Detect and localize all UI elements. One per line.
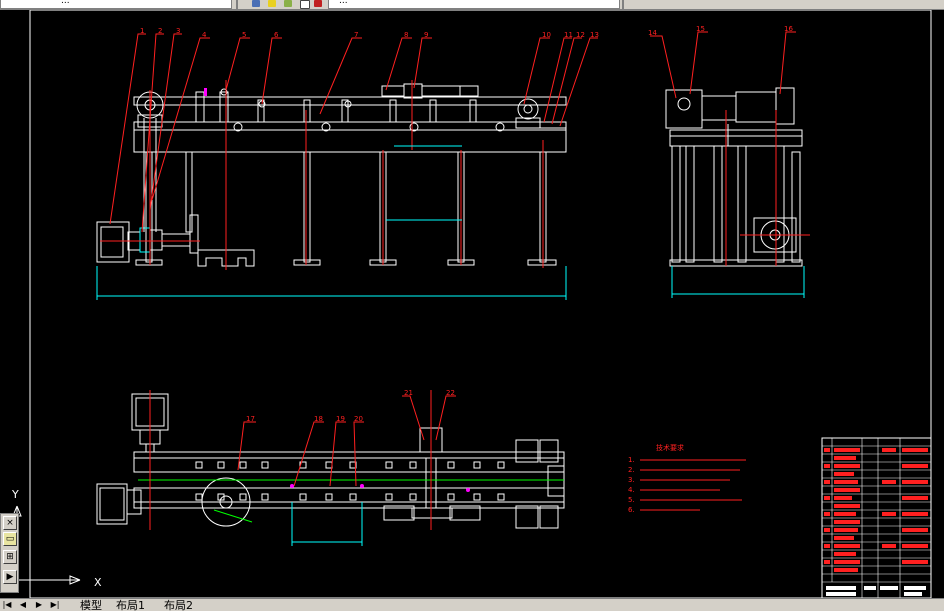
front-view-dimensions xyxy=(96,145,567,300)
balloon: 7 xyxy=(354,31,358,39)
drawing-canvas[interactable]: 1 2 3 4 5 6 7 8 9 10 11 12 13 xyxy=(0,10,944,598)
top-view-green-shaft xyxy=(138,479,564,523)
lock-icon[interactable] xyxy=(284,0,292,7)
side-view-dimensions xyxy=(671,266,805,298)
last-tab-icon[interactable]: ▶| xyxy=(50,600,60,609)
sun-icon[interactable] xyxy=(268,0,276,7)
ucs-icon xyxy=(12,505,81,585)
layer-dropdown-icon[interactable] xyxy=(314,0,322,7)
next-tab-icon[interactable]: ▶ xyxy=(35,600,43,609)
side-view-leaders xyxy=(650,31,810,266)
ucs-y-label: Y xyxy=(11,488,19,501)
balloon: 3 xyxy=(176,27,180,35)
balloon: 12 xyxy=(576,31,585,39)
balloon: 5 xyxy=(242,31,246,39)
balloon: 13 xyxy=(590,31,599,39)
top-view xyxy=(96,393,565,529)
tech-req-title: 技术要求 xyxy=(656,443,684,452)
balloon: 10 xyxy=(542,31,551,39)
layer-color-icon[interactable] xyxy=(300,0,310,9)
balloon: 16 xyxy=(784,25,793,33)
tech-req-text-lines xyxy=(640,459,746,511)
front-view-leaders xyxy=(109,33,598,233)
balloon: 9 xyxy=(424,31,428,39)
balloon: 21 xyxy=(404,389,413,397)
tech-req-line: 2. xyxy=(628,466,635,474)
front-view xyxy=(96,83,567,267)
top-view-dimensions xyxy=(291,502,363,546)
layer-icon[interactable] xyxy=(252,0,260,7)
toolbar: ... ... xyxy=(0,0,944,10)
balloon: 8 xyxy=(404,31,408,39)
ucs-x-label: X xyxy=(94,576,102,589)
balloon: 19 xyxy=(336,415,345,423)
top-view-balloons: 17 18 19 20 21 22 xyxy=(246,389,455,423)
balloon: 15 xyxy=(696,25,705,33)
balloon: 2 xyxy=(158,27,162,35)
parts-list xyxy=(821,437,932,598)
side-view xyxy=(665,87,803,267)
close-icon[interactable]: × xyxy=(3,516,17,530)
technical-requirements: 技术要求 1. 2. 3. 4. 5. 6. xyxy=(628,443,684,514)
toolbar-separator xyxy=(236,0,238,9)
layer-combo-text: ... xyxy=(339,0,348,6)
balloon: 4 xyxy=(202,31,207,39)
balloon: 20 xyxy=(354,415,363,423)
tab-model[interactable]: 模型 xyxy=(80,599,102,611)
front-view-centerlines xyxy=(100,80,544,270)
prev-tab-icon[interactable]: ◀ xyxy=(19,600,27,609)
top-view-markers xyxy=(290,484,470,492)
balloon: 1 xyxy=(140,27,144,35)
tech-req-line: 1. xyxy=(628,456,635,464)
balloon: 22 xyxy=(446,389,455,397)
style-combo-text: ... xyxy=(61,0,70,6)
tab-layout2[interactable]: 布局2 xyxy=(164,599,193,611)
front-view-marker xyxy=(204,88,207,96)
layout-tab-bar: |◀ ◀ ▶ ▶| 模型 布局1 布局2 xyxy=(0,598,944,611)
tech-req-line: 3. xyxy=(628,476,635,484)
top-view-rollers xyxy=(195,461,505,501)
tech-req-line: 4. xyxy=(628,486,635,494)
layer-combo[interactable]: ... xyxy=(328,0,620,9)
grid-icon[interactable]: ⊞ xyxy=(3,550,17,564)
drawing-frame xyxy=(29,10,932,598)
balloon: 17 xyxy=(246,415,255,423)
expand-icon[interactable]: ▶ xyxy=(3,570,17,584)
balloon: 6 xyxy=(274,31,279,39)
properties-icon[interactable]: ▭ xyxy=(3,532,17,546)
first-tab-icon[interactable]: |◀ xyxy=(2,600,12,609)
toolbar-separator xyxy=(622,0,624,9)
balloon: 18 xyxy=(314,415,323,423)
left-tool-palette: × ▭ ⊞ ▶ xyxy=(0,513,19,593)
front-view-balloons: 1 2 3 4 5 6 7 8 9 10 11 12 13 xyxy=(140,27,599,39)
tech-req-line: 6. xyxy=(628,506,635,514)
tech-req-line: 5. xyxy=(628,496,635,504)
balloon: 14 xyxy=(648,29,657,37)
top-view-centerlines xyxy=(149,390,456,530)
balloon: 11 xyxy=(564,31,573,39)
tab-layout1[interactable]: 布局1 xyxy=(116,599,145,611)
style-combo[interactable]: ... xyxy=(0,0,232,9)
side-view-balloons: 14 15 16 xyxy=(648,25,793,37)
